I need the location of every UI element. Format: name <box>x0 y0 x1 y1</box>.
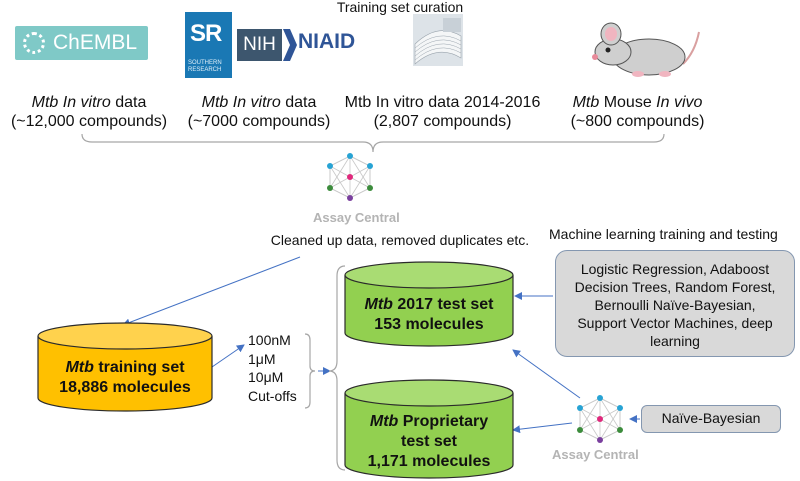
sr-logo-text: SR <box>190 20 222 47</box>
niaid-chevron-icon <box>283 29 297 61</box>
cutoff-item: Cut-offs <box>248 387 297 404</box>
source-southern-research: Mtb In vitro data (~7000 compounds) <box>187 94 331 130</box>
diagram-title: Training set curation <box>336 0 464 15</box>
assay-central-network-icon <box>327 153 373 201</box>
cleaned-to-training-arrow <box>122 256 301 327</box>
ml-method-line: Decision Trees, Random Forest, <box>574 279 776 295</box>
assay-to-proprietary-arrow <box>512 422 573 434</box>
training-set-label: Mtb training set 18,886 molecules <box>59 359 191 396</box>
cutoffs-list: 100nM 1μM 10μM Cut-offs <box>248 331 297 405</box>
ml-methods-box: Logistic Regression, Adaboost Decision T… <box>555 250 795 357</box>
proprietary-label: Mtb Proprietary test set 1,171 molecules <box>367 413 491 470</box>
training-set-cylinder <box>37 322 213 412</box>
assay-central-network-icon-2 <box>577 395 623 443</box>
ml-method-line: Logistic Regression, Adaboost <box>580 261 770 277</box>
assay-central-label: Assay Central <box>313 210 400 225</box>
ml-heading: Machine learning training and testing <box>549 226 778 242</box>
niaid-logo-text: NIAID <box>298 30 356 53</box>
assay-to-2017-arrow <box>512 349 581 399</box>
chembl-ring-icon <box>23 32 45 54</box>
journals-image <box>413 14 463 66</box>
nih-logo: NIH <box>237 29 282 61</box>
source-chembl: Mtb In vitro data (~12,000 compounds) <box>10 94 168 130</box>
proprietary-cylinder <box>344 379 514 479</box>
chembl-logo: ChEMBL <box>15 26 148 60</box>
cutoff-item: 100nM <box>248 332 291 348</box>
cleaned-data-text: Cleaned up data, removed duplicates etc. <box>270 232 530 248</box>
test-2017-label: Mtb 2017 test set 153 molecules <box>364 296 494 333</box>
cutoff-item: 10μM <box>248 369 284 385</box>
ml-method-line: Bernoulli Naïve-Bayesian, <box>594 297 756 313</box>
mouse-image <box>592 22 700 77</box>
training-to-cutoffs-arrow <box>211 344 245 368</box>
cutoff-item: 1μM <box>248 350 276 367</box>
sources-bracket <box>81 133 665 153</box>
test-sets-bracket <box>328 265 346 471</box>
cutoffs-brace <box>304 333 316 409</box>
chembl-logo-text: ChEMBL <box>53 31 138 54</box>
source-mouse-in-vivo: Mtb Mouse In vivo (~800 compounds) <box>570 94 705 130</box>
assay-central-label-2: Assay Central <box>552 447 639 462</box>
source-literature: Mtb In vitro data 2014-2016 (2,807 compo… <box>344 94 541 130</box>
ml-method-line: Support Vector Machines, deep <box>577 315 773 331</box>
naive-bayesian-box: Naïve-Bayesian <box>641 405 781 433</box>
test-2017-cylinder <box>344 261 514 347</box>
ml-method-line: learning <box>650 333 700 349</box>
